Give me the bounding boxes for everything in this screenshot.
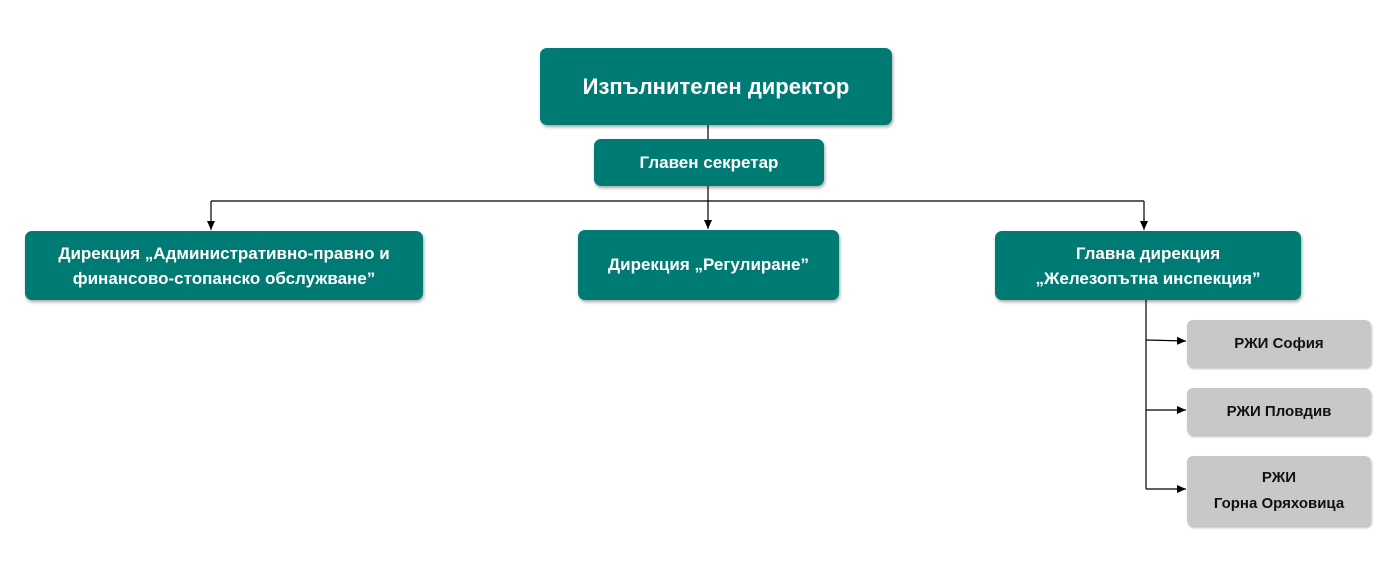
directorate-regulation-label: Дирекция „Регулиране” bbox=[608, 255, 809, 274]
chief-secretary-box: Главен секретар bbox=[594, 139, 824, 186]
rzi-sofia-box: РЖИ София bbox=[1187, 320, 1371, 367]
rzi-plovdiv-box: РЖИ Пловдив bbox=[1187, 388, 1371, 435]
connector-to-rzi-sofia bbox=[1145, 336, 1187, 345]
rzi-sofia-label: РЖИ София bbox=[1234, 334, 1324, 352]
directorate-regulation-box: Дирекция „Регулиране” bbox=[578, 230, 839, 300]
rzi-plovdiv-label: РЖИ Пловдив bbox=[1226, 402, 1332, 420]
chief-secretary-label: Главен секретар bbox=[639, 152, 779, 172]
executive-director-label: Изпълнителен директор bbox=[582, 73, 850, 99]
executive-director-box: Изпълнителен директор bbox=[540, 48, 892, 125]
directorate-admin-legal-box: Дирекция „Административно-правно и финан… bbox=[25, 231, 423, 300]
rzi-gorna-oryahovitsa-label: РЖИ Горна Оряховица bbox=[1213, 469, 1345, 512]
directorate-railway-inspection-label: Главна дирекция „Железопътна инспекция” bbox=[1035, 243, 1261, 288]
directorate-admin-legal-label: Дирекция „Административно-правно и финан… bbox=[58, 243, 390, 288]
directorate-railway-inspection-box: Главна дирекция „Железопътна инспекция” bbox=[995, 231, 1301, 300]
rzi-gorna-oryahovitsa-box: РЖИ Горна Оряховица bbox=[1187, 456, 1371, 526]
